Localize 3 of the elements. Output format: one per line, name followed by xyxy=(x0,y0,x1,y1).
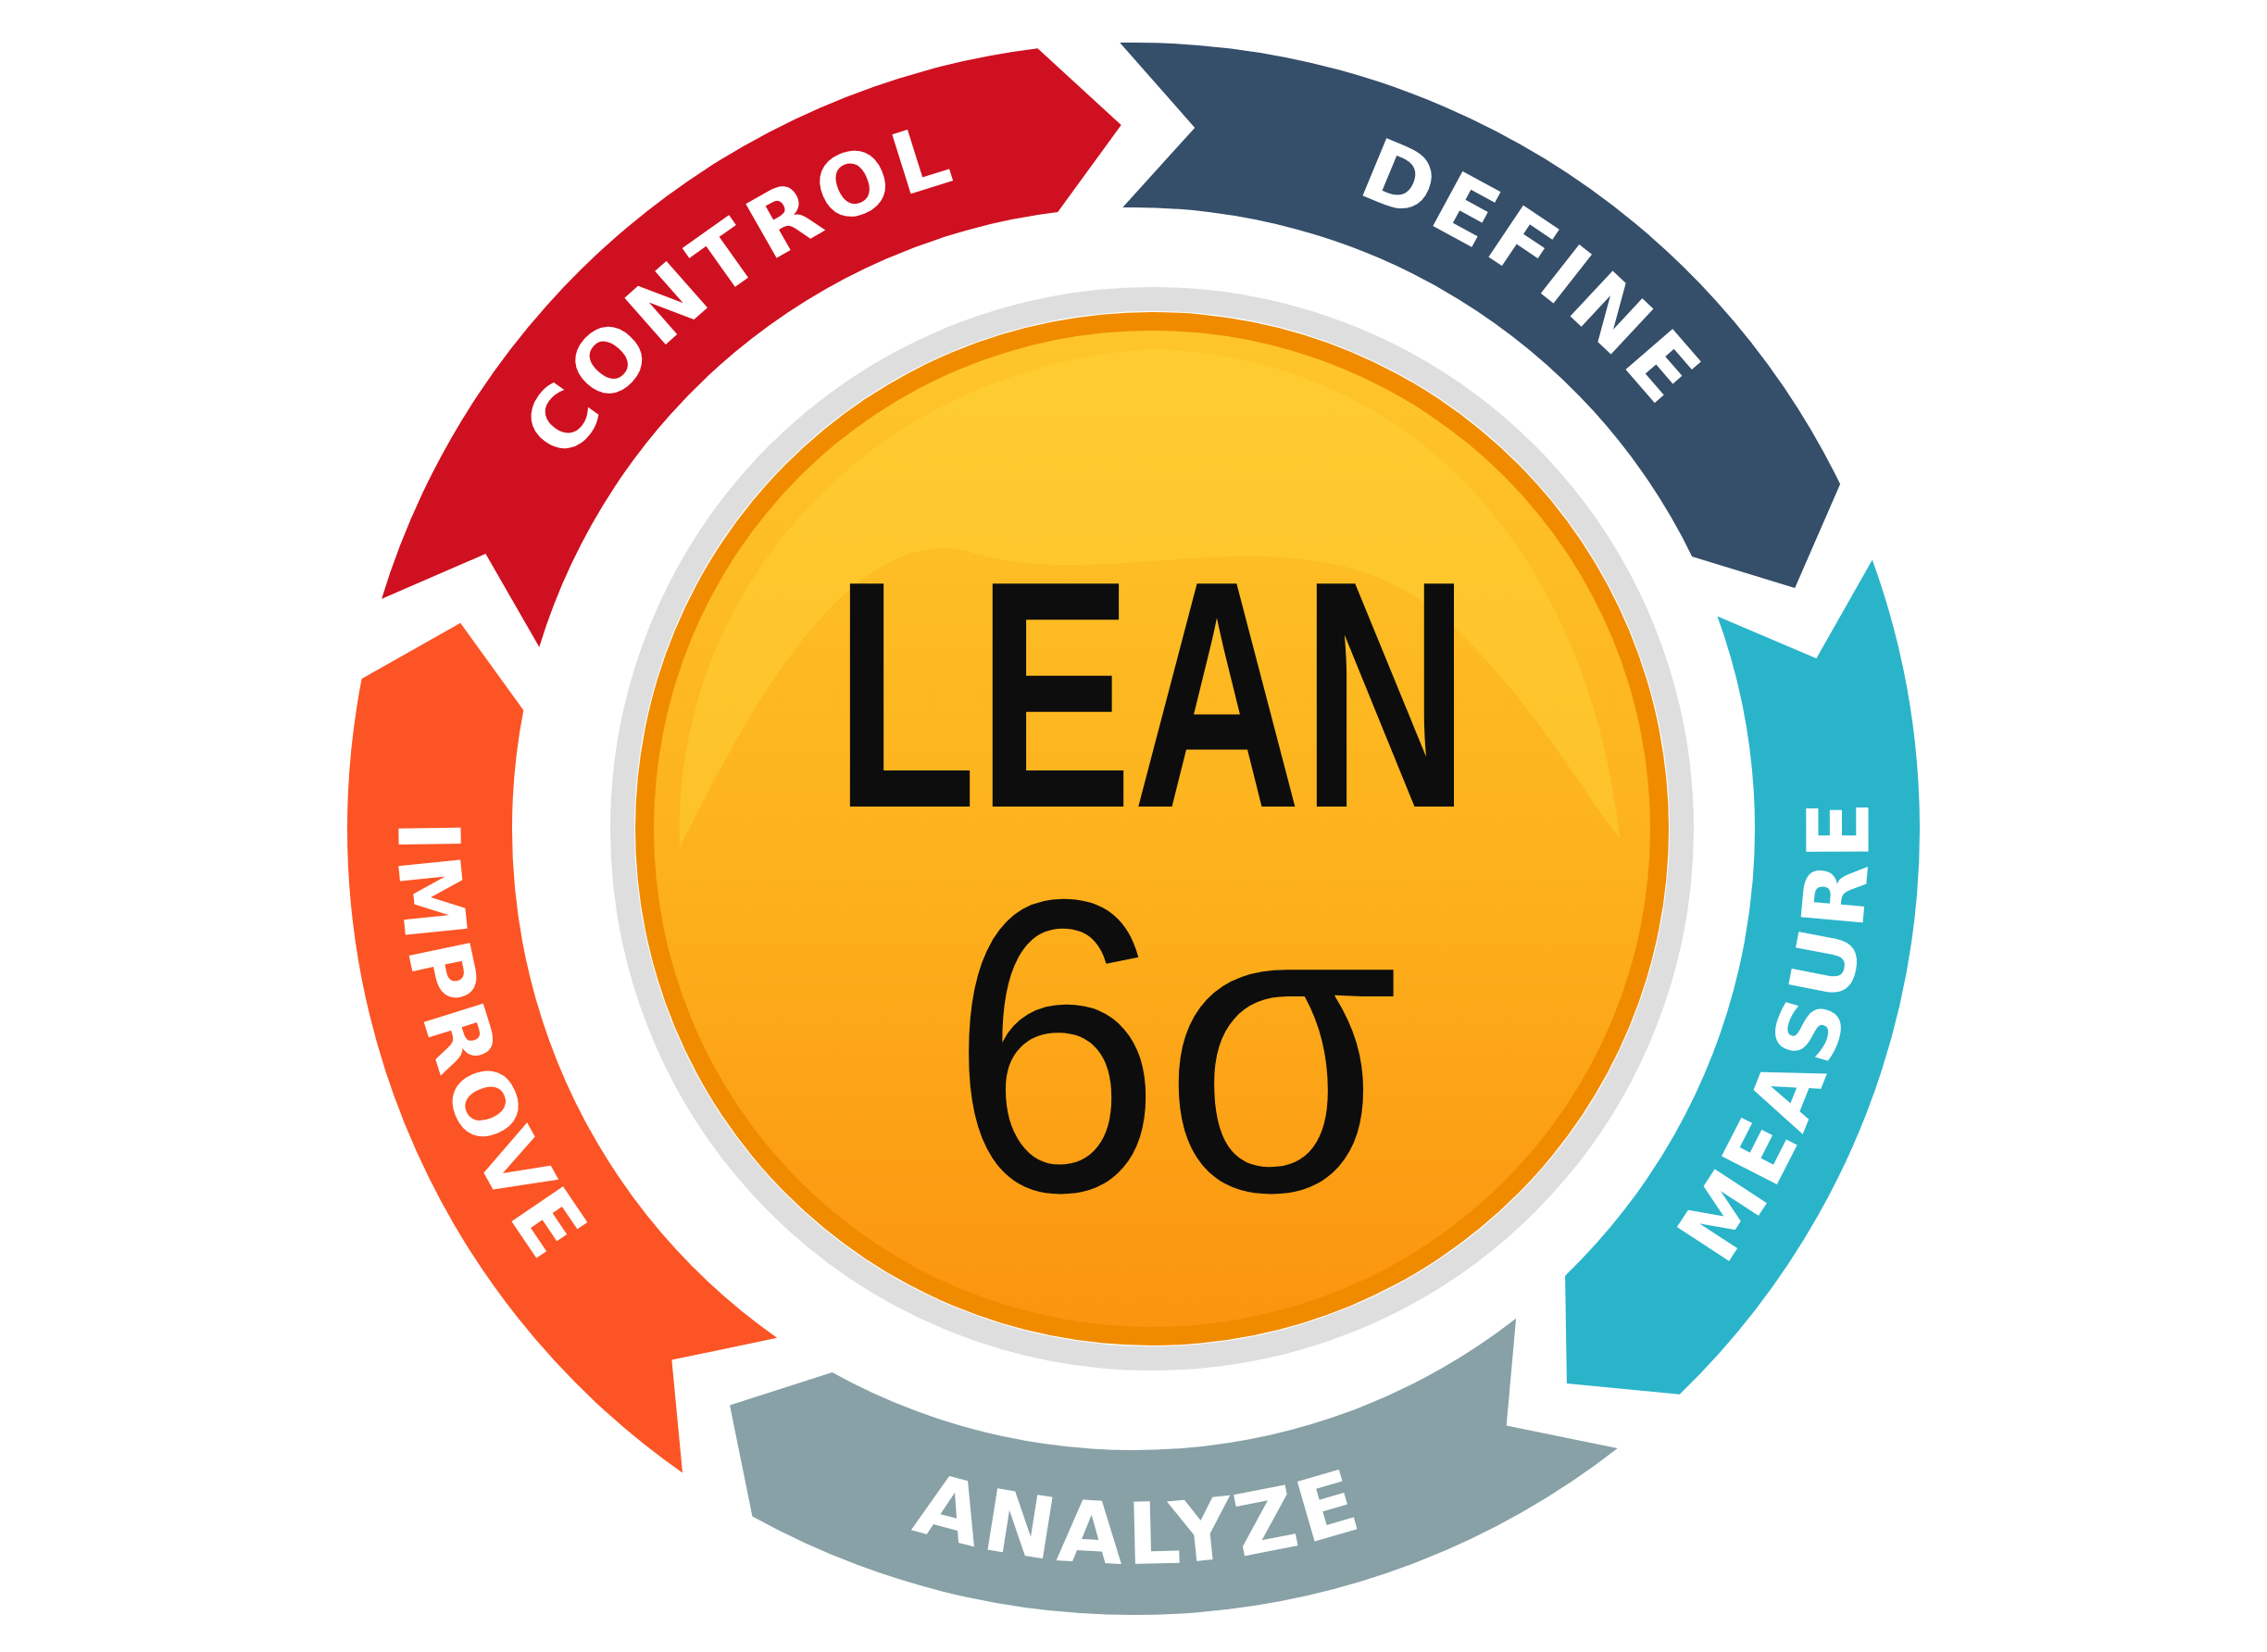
title-text: LEAN xyxy=(834,557,1470,832)
phase-label: ANALYZE xyxy=(905,1450,1374,1585)
symbol-text: 6σ xyxy=(949,869,1399,1223)
